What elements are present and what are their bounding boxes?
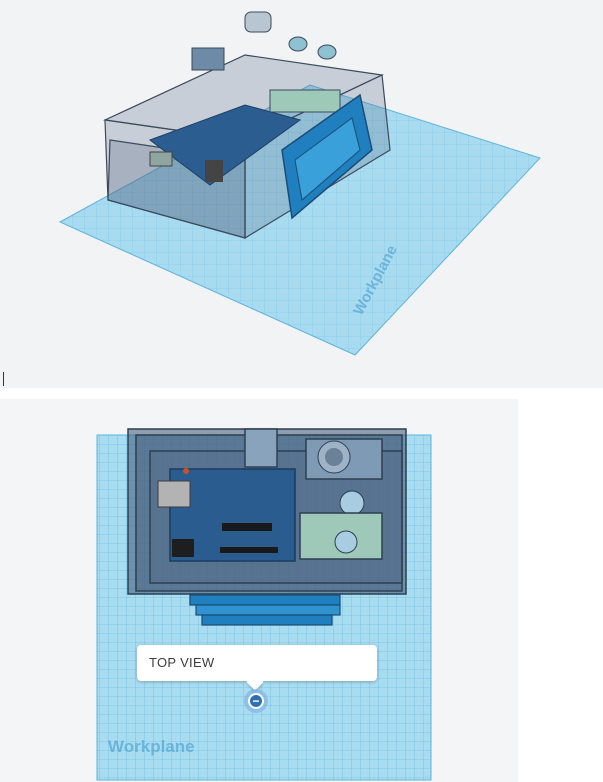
- zoom-out-button[interactable]: −: [248, 693, 264, 709]
- sensor-module: [299, 490, 383, 560]
- temperature-sensor: [244, 428, 278, 468]
- view-tooltip: TOP VIEW: [137, 645, 377, 681]
- top-view-scene[interactable]: [0, 399, 518, 782]
- arduino-board: [157, 468, 296, 562]
- perspective-scene[interactable]: [0, 0, 603, 388]
- usb-port-3d: [149, 151, 173, 167]
- minus-circle-icon[interactable]: −: [244, 689, 268, 713]
- text-cursor: [3, 372, 4, 386]
- perspective-view-panel[interactable]: Workplane: [0, 0, 603, 388]
- sensors-3d: [191, 11, 341, 113]
- power-jack-3d: [205, 160, 223, 182]
- lcd-module-3d: [281, 93, 373, 220]
- lcd-module: [189, 594, 341, 626]
- arduino-board-3d: [148, 104, 302, 186]
- top-view-panel[interactable]: Workplane: [0, 399, 518, 782]
- gas-sensor: [305, 438, 383, 480]
